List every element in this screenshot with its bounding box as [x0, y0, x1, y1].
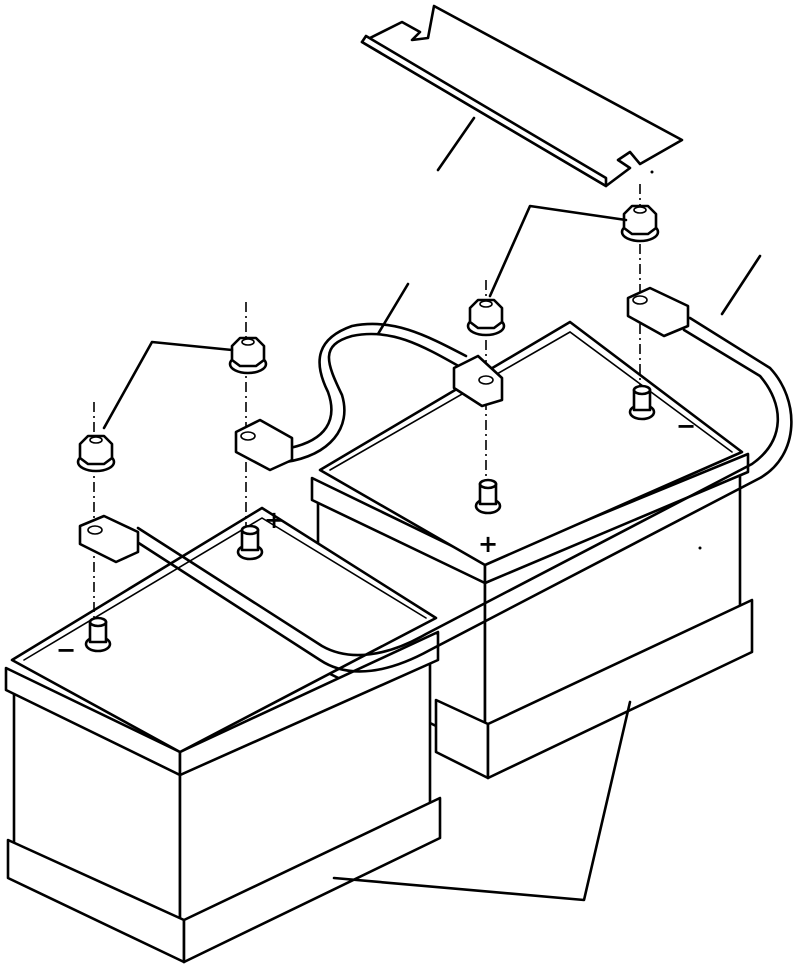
nuts: [76, 204, 660, 473]
left-battery: [4, 506, 442, 964]
speck: [698, 546, 702, 550]
cables: [132, 316, 793, 673]
cover-plate-edge: [360, 34, 608, 188]
nut-left-negative: [76, 434, 116, 473]
terminal-cover-plate: [360, 4, 684, 188]
nut-left-positive: [228, 336, 268, 375]
leader-line-nuts-right: [488, 204, 628, 298]
post-right-positive: [474, 478, 502, 515]
leader-line-connector-cable: [376, 282, 410, 336]
mark-right-negative: −: [676, 412, 696, 440]
main-cable-outer: [132, 316, 793, 673]
nut-right-positive: [466, 298, 506, 337]
lug-right-positive: [452, 354, 504, 408]
mark-right-positive: +: [478, 530, 498, 558]
post-left-positive: [236, 524, 264, 561]
mark-left-negative: −: [56, 636, 76, 664]
leader-line-cover: [436, 116, 476, 172]
left-battery-top: [10, 506, 438, 754]
leader-lines: [102, 204, 762, 902]
cable-lugs: [78, 286, 690, 564]
terminal-posts: [84, 384, 656, 653]
connector-cable-outer: [284, 332, 464, 464]
polarity-marks: − + + −: [56, 412, 696, 664]
leader-line-batteries: [332, 700, 632, 902]
speck: [650, 170, 654, 174]
post-right-negative: [628, 384, 656, 421]
right-battery-base-side: [486, 598, 754, 780]
right-battery-rim-side: [483, 452, 750, 585]
leader-line-main-cable: [720, 254, 762, 316]
right-battery-top-edge: [329, 331, 733, 471]
lug-left-positive: [234, 418, 294, 472]
lug-left-negative: [78, 514, 140, 564]
leader-line-nuts-left: [102, 340, 234, 430]
left-battery-base-side: [182, 796, 442, 964]
post-left-negative: [84, 616, 112, 653]
nut-right-negative: [620, 204, 660, 243]
cover-plate-top: [360, 4, 684, 188]
left-battery-top-edge: [23, 517, 427, 661]
connector-cable-inner: [288, 322, 468, 450]
main-cable-inner: [136, 328, 780, 657]
lug-right-negative: [626, 286, 690, 338]
mark-left-positive: +: [264, 506, 284, 534]
